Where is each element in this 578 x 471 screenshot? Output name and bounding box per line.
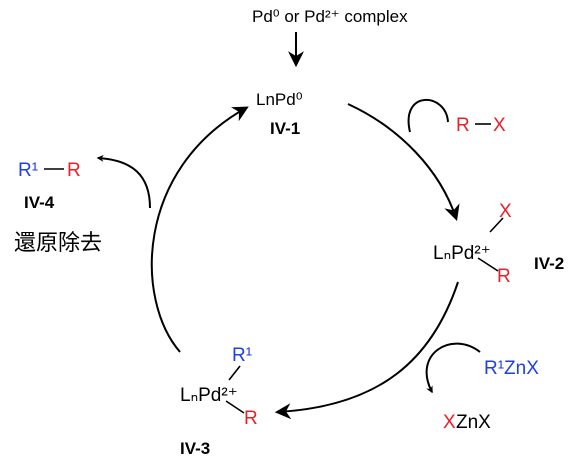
iv2-metal: LₙPd²⁺	[433, 243, 491, 264]
oxidative-addition-arc	[347, 103, 460, 222]
reagent-r1znx: R¹ZnX	[484, 358, 539, 379]
reagent-x: X	[493, 115, 506, 136]
reductive-elimination-label: 還原除去	[14, 231, 102, 256]
byproduct-znx: ZnX	[456, 412, 491, 433]
iv3-bond-bottom	[225, 400, 245, 414]
iv2-bond-top	[489, 217, 504, 233]
iv2-label: IV-2	[534, 254, 564, 273]
iv3-label: IV-3	[180, 439, 210, 458]
iv4-r: R	[67, 160, 81, 181]
byproduct-x: X	[443, 412, 456, 433]
iv4-label: IV-4	[24, 193, 55, 212]
iv1-formula: LnPd⁰	[256, 90, 303, 109]
iv1-label: IV-1	[270, 119, 300, 138]
rx-entry-curved-arrow	[407, 98, 449, 133]
iv3-ligand-top: R¹	[232, 345, 252, 366]
reagent-r: R	[456, 115, 470, 136]
iv2-ligand-top: X	[499, 201, 512, 222]
reductive-elimination-arc	[150, 106, 249, 353]
product-release-arrow	[96, 154, 151, 209]
iv4-r1: R¹	[18, 160, 38, 181]
transmetalation-arc	[274, 281, 459, 420]
iv3-bond-top	[228, 365, 241, 381]
iv2-ligand-bottom: R	[497, 266, 511, 287]
iv3-ligand-bottom: R	[244, 408, 258, 429]
iv2-bond-bottom	[477, 257, 499, 272]
catalyst-precursor-label: Pd⁰ or Pd²⁺ complex	[252, 7, 408, 26]
iv3-metal: LₙPd²⁺	[180, 385, 238, 406]
transmetalation-curved-arrow	[425, 342, 481, 394]
